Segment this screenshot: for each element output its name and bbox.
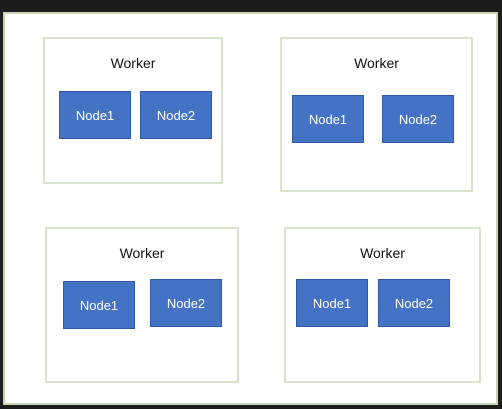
node-box: Node1 [63, 281, 135, 329]
worker-label: Worker [119, 245, 165, 261]
node-box: Node1 [292, 95, 364, 143]
node-box: Node1 [296, 279, 368, 327]
worker-box-1: Worker Node1 Node2 [43, 37, 223, 184]
worker-label: Worker [354, 55, 399, 71]
node-box: Node2 [378, 279, 450, 327]
node-box: Node1 [59, 91, 131, 139]
worker-box-3: Worker Node1 Node2 [45, 227, 239, 383]
node-box: Node2 [140, 91, 212, 139]
node-box: Node2 [382, 95, 454, 143]
worker-box-2: Worker Node1 Node2 [280, 37, 473, 192]
node-box: Node2 [150, 279, 222, 327]
worker-box-4: Worker Node1 Node2 [284, 227, 481, 383]
worker-label: Worker [110, 55, 156, 71]
worker-label: Worker [360, 245, 405, 261]
